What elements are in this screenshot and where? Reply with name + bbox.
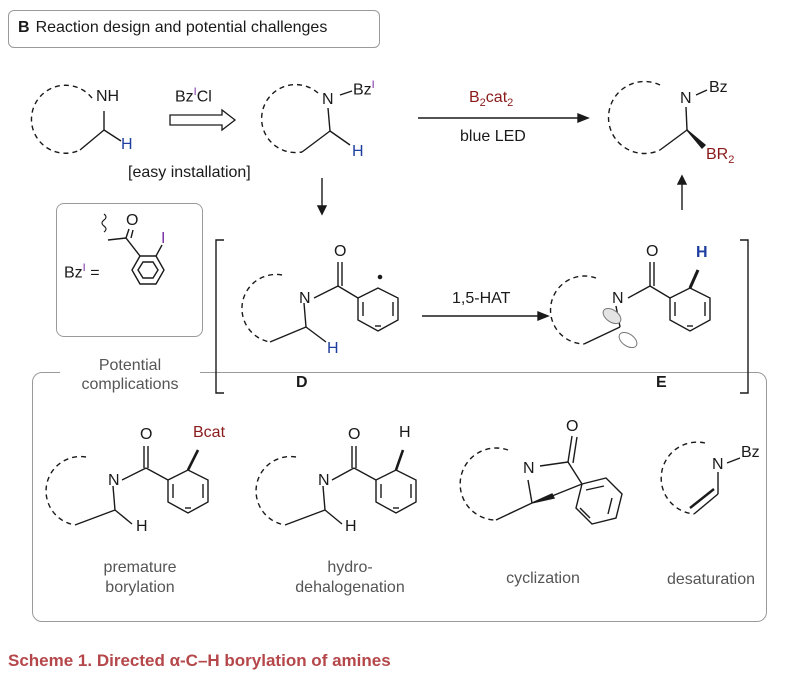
amide-iodo-sup: I (371, 79, 375, 91)
bz-definition-box (56, 203, 203, 337)
main-reaction-arrow (418, 112, 590, 124)
hat-arrow (422, 310, 550, 322)
reagent-bz: Bz (175, 88, 194, 106)
premature-borylation-name: premature borylation (104, 558, 177, 598)
bz-definition-i: I (161, 230, 166, 247)
complications-title: Potential complications (82, 356, 179, 394)
desaturation-bz-label: Bz (741, 444, 760, 461)
amine-structure (30, 84, 122, 154)
complications-box (32, 372, 767, 622)
premature-h-label: H (136, 518, 148, 535)
cond-sub2: 2 (507, 97, 514, 110)
cyclization-name: cyclization (506, 570, 580, 587)
product-bz-label: Bz (709, 79, 728, 96)
amide-bz: Bz (353, 81, 372, 99)
hydro-h-tag-label: H (399, 424, 411, 441)
complications-title-line2: complications (81, 376, 179, 393)
e-h-label: H (696, 244, 708, 261)
product-n-label: N (680, 90, 692, 107)
e-o-label: O (646, 243, 659, 260)
installation-note: [easy installation] (128, 164, 251, 181)
bz-def-sup: I (82, 262, 86, 274)
premature-name-line2: borylation (105, 579, 175, 596)
reagent-cl: Cl (196, 88, 212, 106)
amide-structure (260, 83, 353, 154)
panel-letter: B (18, 19, 30, 36)
radical-dot (377, 274, 383, 280)
panel-title-box (8, 10, 380, 48)
hydro-n-label: N (318, 472, 330, 489)
hydrodehalogenation-structure (255, 446, 417, 526)
d-label: D (296, 374, 308, 391)
product-br: BR (706, 146, 729, 163)
desaturation-structure (660, 441, 741, 515)
complications-label-background (60, 358, 200, 398)
premature-n-label: N (108, 472, 120, 489)
hydro-h-label: H (345, 518, 357, 535)
product-structure (607, 80, 708, 155)
cond-b: B (469, 89, 480, 106)
hydro-name-line2: dehalogenation (295, 579, 405, 596)
amine-nh-label: NH (96, 88, 120, 105)
premature-bcat-label: Bcat (193, 424, 226, 441)
intermediate-d-structure (241, 262, 399, 343)
hydro-name-line1: hydro- (327, 559, 373, 576)
bz-definition-structure (101, 213, 165, 285)
product-br2-label: BR2 (706, 146, 734, 166)
cyclization-o-label: O (566, 418, 579, 435)
e-n-label: N (612, 290, 624, 307)
amide-n-label: N (322, 91, 334, 108)
premature-name-line1: premature (103, 559, 177, 576)
hat-label: 1,5-HAT (452, 290, 511, 307)
desaturation-name: desaturation (666, 571, 756, 588)
amide-bz-label: BzI (353, 79, 375, 99)
panel-title-text: Reaction design and potential challenges (35, 19, 328, 36)
premature-o-label: O (140, 426, 153, 443)
cond-sub1: 2 (479, 97, 486, 110)
desaturation-n-label: N (712, 456, 724, 473)
installation-arrow (169, 108, 237, 132)
bz-definition-lhs: BzI = (64, 262, 100, 282)
scheme-caption: Scheme 1. Directed α-C–H borylation of a… (8, 651, 391, 670)
bz-def-bz: Bz (64, 264, 83, 282)
reagent-label: BzICl (175, 86, 212, 106)
hydrodehalogenation-name: hydro-dehalogenation (295, 558, 404, 598)
intermediate-e-structure (549, 262, 711, 349)
down-arrow (316, 178, 328, 216)
cyclization-structure (459, 435, 623, 525)
intermediate-brackets (215, 239, 749, 394)
d-n-label: N (299, 290, 311, 307)
cond-cat: cat (485, 89, 508, 106)
complications-title-line1: Potential (98, 357, 162, 374)
d-h-label: H (327, 340, 339, 357)
premature-borylation-structure (45, 446, 209, 526)
up-arrow (676, 174, 688, 210)
condition-reagent-label: B2cat2 (469, 89, 513, 109)
condition-light-label: blue LED (460, 128, 526, 145)
bz-definition-o: O (126, 212, 139, 229)
bz-def-eq: = (90, 264, 100, 282)
reagent-iodo-sup: I (193, 86, 197, 98)
amide-h-label: H (352, 143, 364, 160)
panel-title: B Reaction design and potential challenge… (18, 19, 327, 37)
d-o-label: O (334, 243, 347, 260)
amine-h-label: H (121, 136, 133, 153)
hydro-o-label: O (348, 426, 361, 443)
e-label: E (656, 374, 667, 391)
cyclization-n-label: N (523, 460, 535, 477)
product-br-sub: 2 (728, 154, 735, 167)
